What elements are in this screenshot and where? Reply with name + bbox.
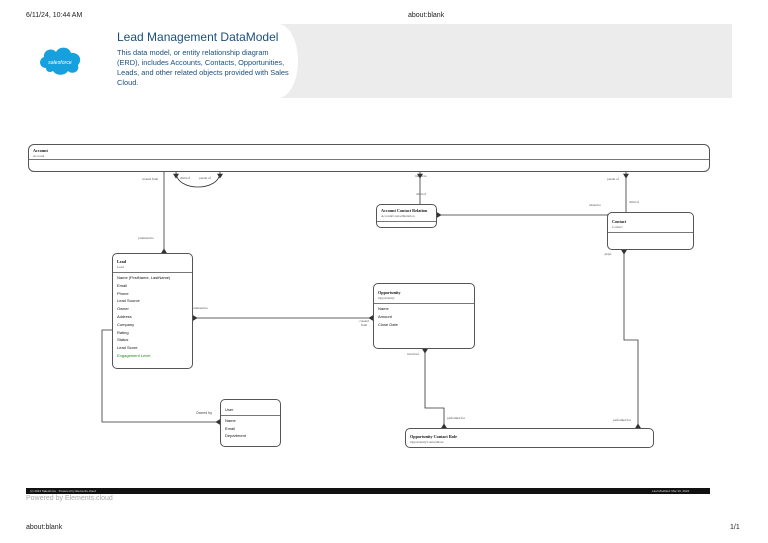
entity-contact[interactable]: Contact Contact <box>607 212 694 250</box>
label-parent-of-2: parent of <box>607 177 619 181</box>
lead-field: Lead Source <box>117 298 140 304</box>
entity-opportunity-api: Opportunity <box>378 296 395 300</box>
footer-right-text: Last Modified: Mar 20, 2024 <box>652 489 690 493</box>
entity-account[interactable]: Account Account <box>28 144 710 172</box>
line-contact-ocr <box>623 250 639 428</box>
entity-account-contact-relation[interactable]: Account Contact Relation AccountContactR… <box>376 204 437 228</box>
line-account-self <box>175 171 221 188</box>
lead-field: Name (FirstName, LastName) <box>117 275 171 280</box>
lead-field: Owner <box>117 306 129 312</box>
label-promoted-to-2: promoted to <box>192 306 208 310</box>
entity-acr-api: AccountContactRelation <box>381 214 415 218</box>
line-opportunity-ocr <box>424 349 445 428</box>
entity-opportunity-contact-role[interactable]: Opportunity Contact Role OpportunityCont… <box>405 428 654 448</box>
entity-ocr-api: OpportunityContactRole <box>410 440 444 444</box>
label-owned-by: Owned by <box>195 411 213 415</box>
lead-field: Lead Score <box>117 345 138 351</box>
user-field: Name <box>225 417 236 423</box>
lead-field: Email <box>117 282 128 288</box>
label-related-to-2: related to <box>589 203 601 207</box>
line-lead-user <box>101 329 220 423</box>
label-plays: plays <box>604 252 612 256</box>
print-footer-url: about:blank <box>26 524 63 531</box>
entity-acr-name: Account Contact Relation <box>381 208 428 213</box>
entity-user-name: User <box>225 407 234 412</box>
entity-contact-name: Contact <box>612 219 627 224</box>
entity-account-api: Account <box>33 154 45 158</box>
footer-left-text: (c) 2024 Salesforce · Powered by Element… <box>30 489 96 493</box>
entity-ocr-name: Opportunity Contact Role <box>410 434 457 439</box>
salesforce-logo-text: salesforce <box>48 60 72 66</box>
entity-lead-name: Lead <box>117 259 127 264</box>
entity-lead-api: Lead <box>117 265 124 269</box>
entity-account-divider <box>29 159 709 160</box>
lead-field: Rating <box>117 329 129 335</box>
opportunity-field: Close Date <box>378 321 398 327</box>
entity-lead[interactable]: Lead Lead Name (FirstName, LastName) Ema… <box>112 253 193 369</box>
user-field: Department <box>225 433 246 439</box>
label-linked-to: linked to <box>415 174 427 178</box>
label-involved: involved <box>407 352 419 356</box>
label-child-of-3: child of <box>629 200 639 204</box>
user-field: Email <box>225 425 236 431</box>
lead-field-highlight: Engagement Level <box>117 352 151 358</box>
print-datetime: 6/11/24, 10:44 AM <box>26 12 83 19</box>
banner-description: This data model, or entity relationship … <box>117 48 289 87</box>
lead-field: Phone <box>117 290 129 296</box>
powered-by[interactable]: Powered by Elements.cloud <box>26 495 113 502</box>
lead-field: Address <box>117 313 132 319</box>
entity-account-name: Account <box>33 148 48 153</box>
print-page-number: 1/1 <box>730 524 740 531</box>
banner-title: Lead Management DataModel <box>117 30 279 44</box>
label-created-from-2: created from <box>359 319 369 327</box>
salesforce-logo: salesforce <box>40 47 81 75</box>
entity-user[interactable]: User Name Email Department <box>220 399 281 447</box>
label-performed-for: performed for <box>447 416 465 420</box>
print-url: about:blank <box>408 12 445 19</box>
label-child-of-2: child of <box>416 192 426 196</box>
label-promoted-to: promoted to <box>138 236 154 240</box>
footer-bar <box>26 488 710 494</box>
entity-contact-api: Contact <box>612 225 623 229</box>
label-created-from: created from <box>141 177 159 181</box>
opportunity-field: Amount <box>378 313 392 319</box>
label-performed-for-2: performed for <box>613 418 631 422</box>
label-parent-of: parent of <box>199 176 211 180</box>
entity-opportunity-name: Opportunity <box>378 290 401 295</box>
entity-opportunity[interactable]: Opportunity Opportunity Name Amount Clos… <box>373 283 475 349</box>
opportunity-field: Name <box>378 306 389 311</box>
lead-field: Company <box>117 321 135 327</box>
label-child-of: child of <box>180 176 190 180</box>
lead-field: Status <box>117 337 129 343</box>
